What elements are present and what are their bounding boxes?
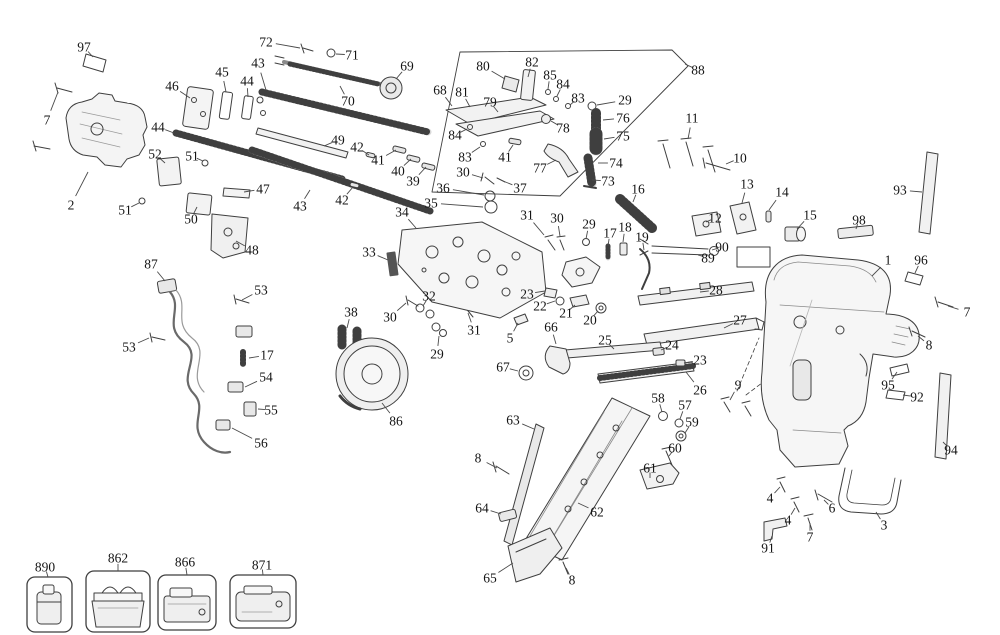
callout-leader-lines (45, 43, 959, 578)
exploded-view-drawing (26, 43, 954, 633)
